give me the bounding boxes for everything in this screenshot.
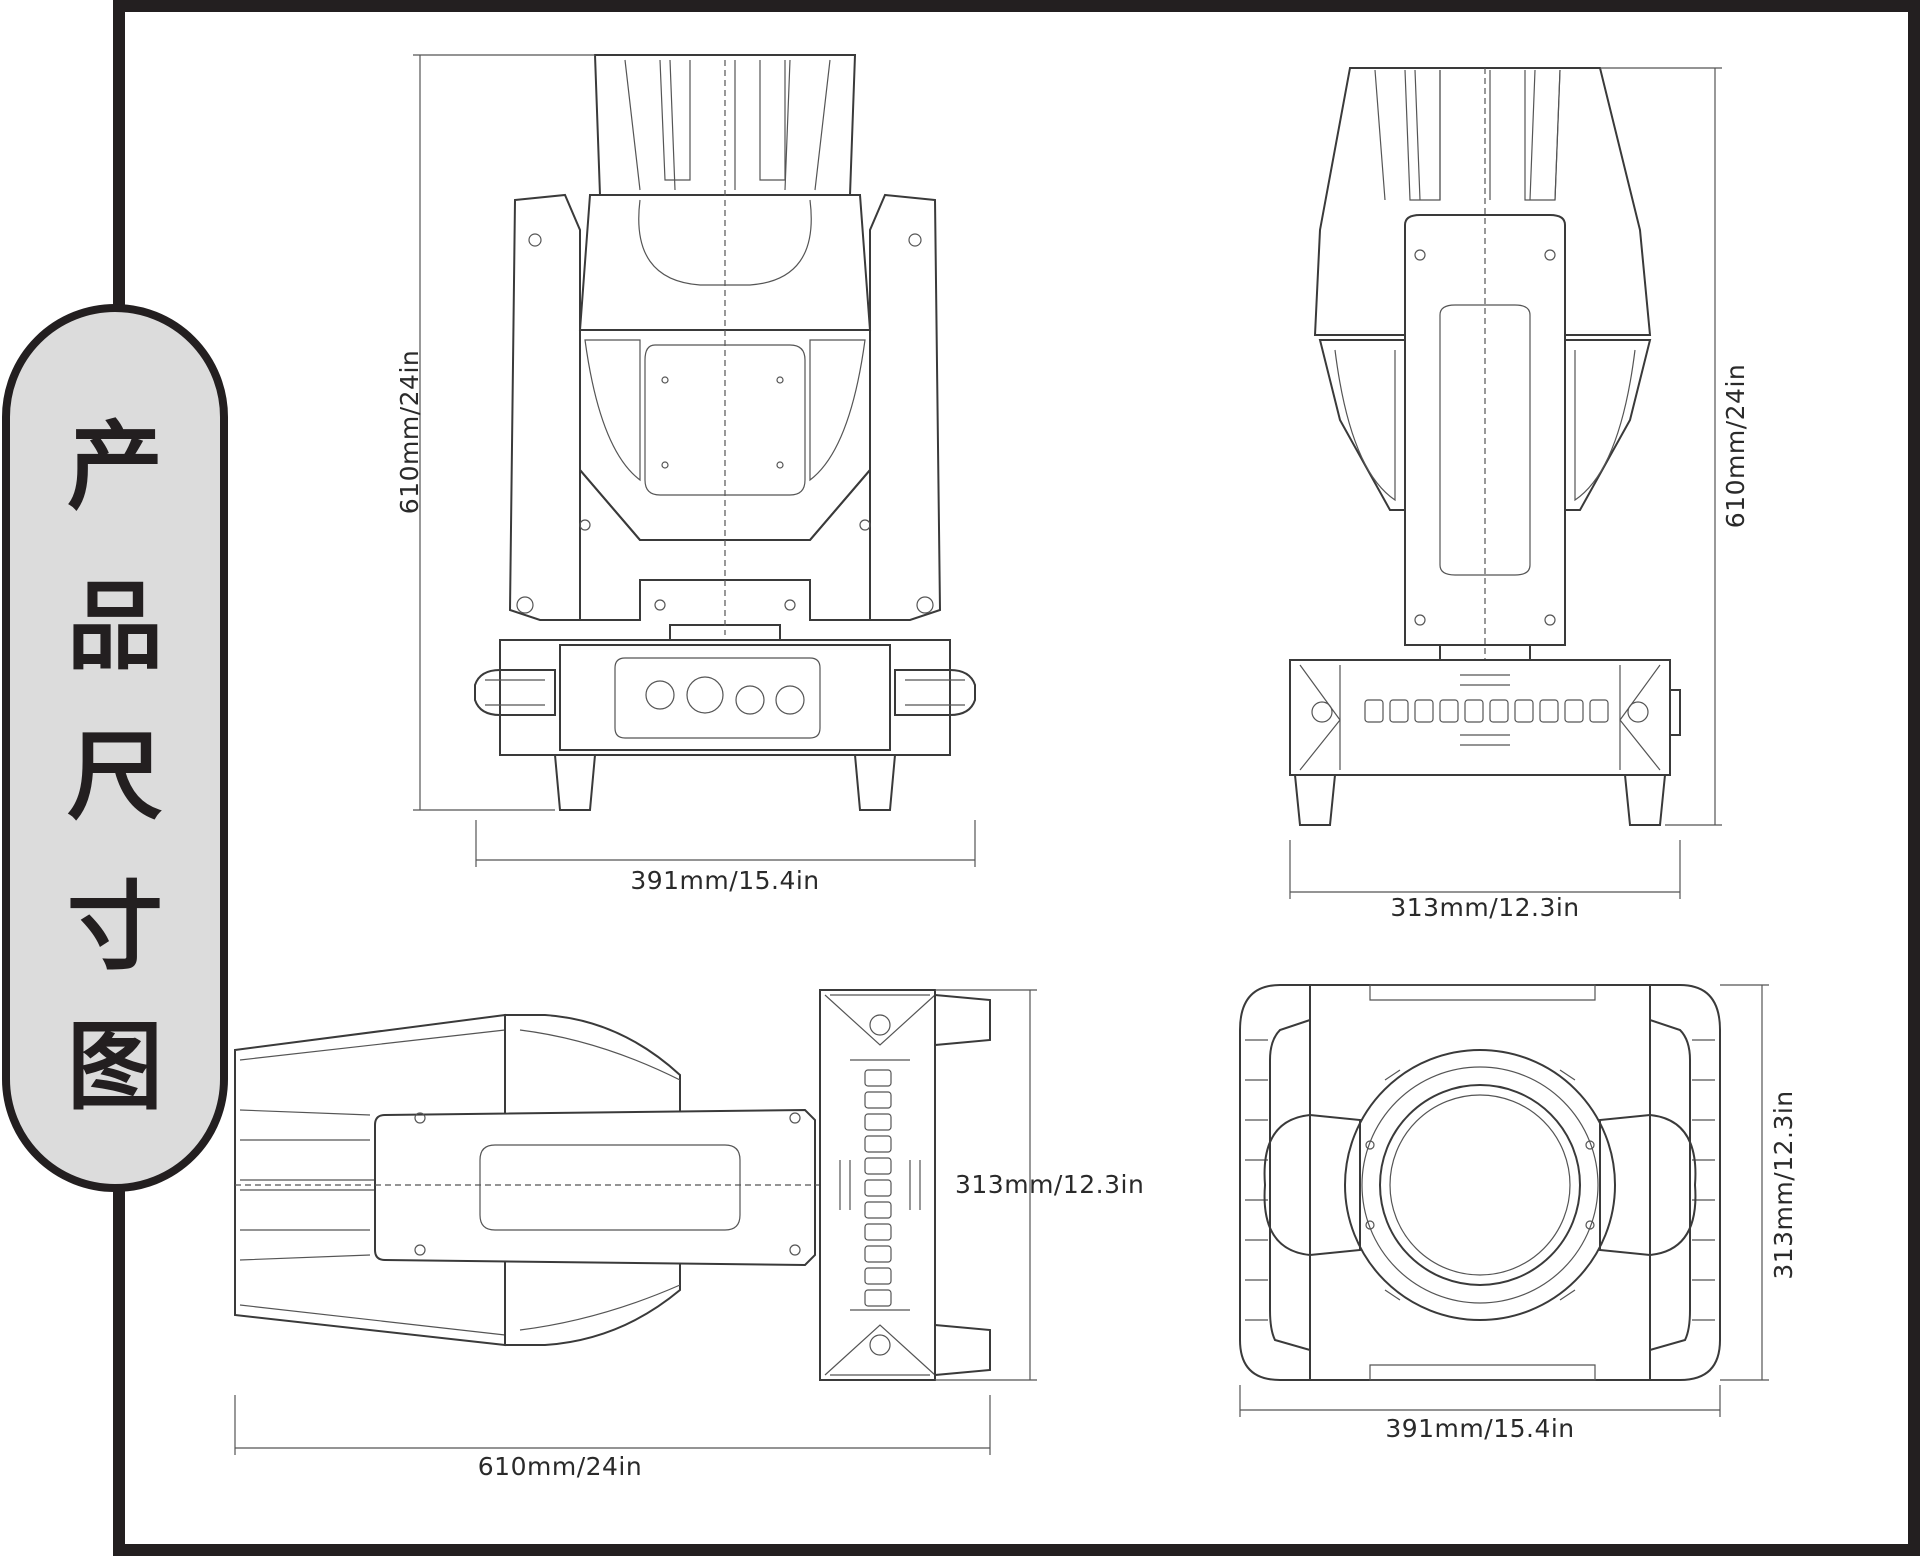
side-tab-char-5: 图 <box>67 1011 163 1123</box>
side-view: 610mm/24in 313mm/12.3in <box>1289 67 1750 922</box>
top-height-label: 313mm/12.3in <box>1769 1090 1798 1279</box>
lying-width-dim-line <box>234 1395 991 1455</box>
lying-height-dim-line <box>935 989 1037 1381</box>
top-height-dim-line <box>1720 984 1769 1381</box>
side-tab-char-4: 寸 <box>67 871 163 983</box>
front-height-dim-line <box>413 54 595 811</box>
top-width-label: 391mm/15.4in <box>1385 1414 1574 1443</box>
front-view: 610mm/24in 391mm/15.4in <box>395 54 976 895</box>
front-width-dim-line <box>475 820 976 867</box>
lying-width-label: 610mm/24in <box>478 1452 642 1481</box>
outer-frame-border <box>113 0 1920 1556</box>
front-height-label: 610mm/24in <box>395 350 424 514</box>
side-tab-char-3: 尺 <box>67 721 163 833</box>
side-tab-char-2: 品 <box>67 571 163 683</box>
side-tab-pill <box>2 304 228 1192</box>
lying-view: 313mm/12.3in 610mm/24in <box>234 989 1144 1481</box>
side-height-label: 610mm/24in <box>1721 364 1750 528</box>
side-width-label: 313mm/12.3in <box>1390 893 1579 922</box>
front-width-label: 391mm/15.4in <box>630 866 819 895</box>
lying-height-label: 313mm/12.3in <box>955 1170 1144 1199</box>
side-height-dim-line <box>1600 67 1722 826</box>
top-width-dim-line <box>1239 1385 1721 1417</box>
side-tab: 产 品 尺 寸 图 <box>2 304 228 1192</box>
side-width-dim-line <box>1289 840 1681 899</box>
side-tab-char-1: 产 <box>67 411 163 523</box>
top-view: 313mm/12.3in 391mm/15.4in <box>1239 984 1798 1443</box>
